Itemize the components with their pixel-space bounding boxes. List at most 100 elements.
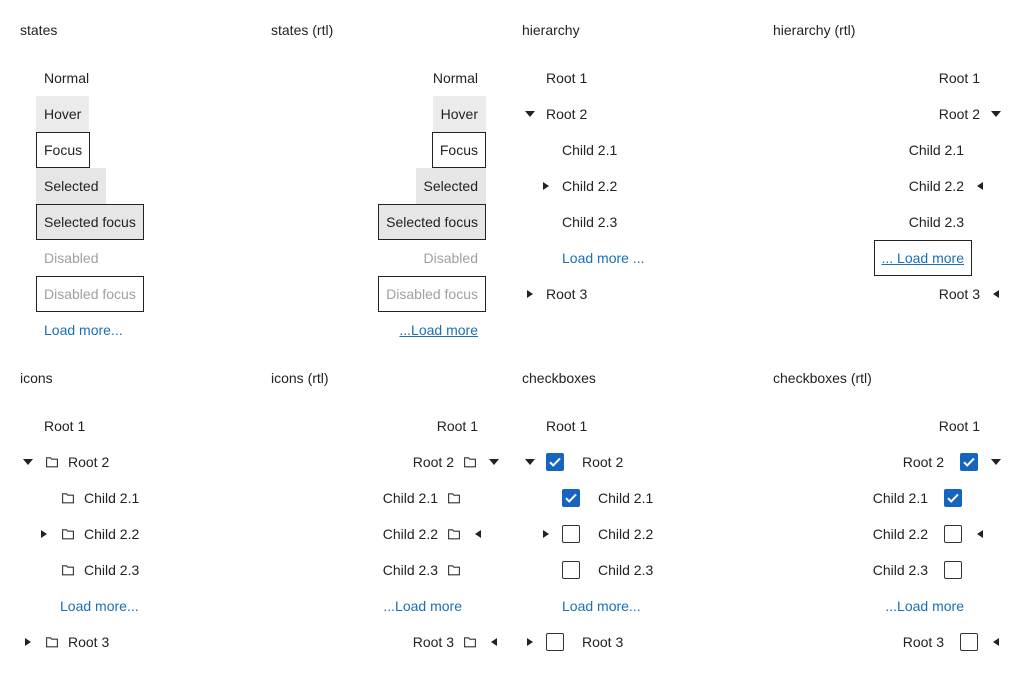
triangle-left-icon[interactable]	[977, 530, 983, 538]
tree-item-root1[interactable]: Root 1	[546, 418, 588, 434]
tree-item-child22-rtl[interactable]: Child 2.2	[908, 178, 964, 194]
folder-icon	[464, 457, 476, 468]
triangle-right-icon[interactable]	[527, 290, 533, 298]
tree-item-child23[interactable]: Child 2.3	[598, 562, 654, 578]
checkbox-child21[interactable]	[562, 489, 580, 507]
section-title-icons: icons	[20, 370, 53, 386]
checkbox-child21-rtl[interactable]	[944, 489, 962, 507]
triangle-down-icon[interactable]	[23, 459, 33, 465]
tree-item-selected[interactable]: Selected	[36, 168, 107, 204]
load-more-link-rtl[interactable]: ...Load more	[399, 322, 478, 338]
tree-item-child22[interactable]: Child 2.2	[598, 526, 654, 542]
tree-item-normal[interactable]: Normal	[44, 70, 90, 86]
tree-item-root3-rtl[interactable]: Root 3	[902, 634, 944, 650]
triangle-down-icon[interactable]	[991, 459, 1001, 465]
load-more-link-rtl[interactable]: ...Load more	[885, 598, 964, 614]
checkmark-icon	[947, 493, 959, 503]
tree-item-child21[interactable]: Child 2.1	[562, 142, 618, 158]
folder-icon	[448, 565, 460, 576]
load-more-link[interactable]: Load more...	[562, 598, 641, 614]
checkbox-root2-rtl[interactable]	[960, 453, 978, 471]
triangle-right-icon[interactable]	[25, 638, 31, 646]
load-more-link-rtl[interactable]: ...Load more	[383, 598, 462, 614]
checkbox-child22-rtl[interactable]	[944, 525, 962, 543]
tree-item-hover-rtl[interactable]: Hover	[432, 96, 486, 132]
tree-item-root1[interactable]: Root 1	[44, 418, 86, 434]
triangle-down-icon[interactable]	[489, 459, 499, 465]
tree-item-selected-focus[interactable]: Selected focus	[36, 204, 144, 240]
section-title-checkboxes: checkboxes	[522, 370, 596, 386]
tree-item-disabled-focus: Disabled focus	[36, 276, 144, 312]
checkbox-child22[interactable]	[562, 525, 580, 543]
tree-item-child22-rtl[interactable]: Child 2.2	[872, 526, 928, 542]
triangle-down-icon[interactable]	[525, 459, 535, 465]
checkbox-root3-rtl[interactable]	[960, 633, 978, 651]
checkbox-child23[interactable]	[562, 561, 580, 579]
tree-item-root3[interactable]: Root 3	[582, 634, 624, 650]
tree-item-root2-rtl[interactable]: Root 2	[938, 106, 980, 122]
tree-item-root1[interactable]: Root 1	[546, 70, 588, 86]
tree-item-child22-rtl[interactable]: Child 2.2	[382, 526, 438, 542]
tree-item-focus[interactable]: Focus	[36, 132, 91, 168]
triangle-right-icon[interactable]	[543, 530, 549, 538]
tree-item-root3[interactable]: Root 3	[68, 634, 110, 650]
tree-item-root3-rtl[interactable]: Root 3	[938, 286, 980, 302]
tree-item-child23[interactable]: Child 2.3	[84, 562, 140, 578]
triangle-left-icon[interactable]	[977, 182, 983, 190]
triangle-left-icon[interactable]	[475, 530, 481, 538]
checkbox-root2[interactable]	[546, 453, 564, 471]
tree-item-child21-rtl[interactable]: Child 2.1	[872, 490, 928, 506]
folder-icon	[46, 457, 58, 468]
tree-item-root3[interactable]: Root 3	[546, 286, 588, 302]
tree-item-root2[interactable]: Root 2	[68, 454, 110, 470]
folder-icon	[46, 637, 58, 648]
tree-item-child21-rtl[interactable]: Child 2.1	[908, 142, 964, 158]
tree-item-child23-rtl[interactable]: Child 2.3	[908, 214, 964, 230]
tree-item-hover[interactable]: Hover	[36, 96, 90, 132]
tree-item-root2[interactable]: Root 2	[546, 106, 588, 122]
tree-item-selected-focus-rtl[interactable]: Selected focus	[378, 204, 486, 240]
tree-item-child22[interactable]: Child 2.2	[562, 178, 618, 194]
triangle-down-icon[interactable]	[525, 111, 535, 117]
load-more-link-rtl[interactable]: ... Load more	[873, 240, 972, 276]
section-title-states: states	[20, 22, 58, 38]
tree-item-focus-rtl[interactable]: Focus	[431, 132, 486, 168]
triangle-down-icon[interactable]	[991, 111, 1001, 117]
tree-item-child22[interactable]: Child 2.2	[84, 526, 140, 542]
tree-item-child23-rtl[interactable]: Child 2.3	[382, 562, 438, 578]
checkmark-icon	[565, 493, 577, 503]
tree-item-root1-rtl[interactable]: Root 1	[938, 70, 980, 86]
folder-icon	[62, 493, 74, 504]
triangle-left-icon[interactable]	[491, 638, 497, 646]
checkbox-root3[interactable]	[546, 633, 564, 651]
section-title-hierarchy-rtl: hierarchy (rtl)	[773, 22, 856, 38]
section-title-states-rtl: states (rtl)	[271, 22, 334, 38]
folder-icon	[62, 529, 74, 540]
section-title-checkboxes-rtl: checkboxes (rtl)	[773, 370, 872, 386]
tree-item-root1-rtl[interactable]: Root 1	[938, 418, 980, 434]
tree-item-child23[interactable]: Child 2.3	[562, 214, 618, 230]
triangle-left-icon[interactable]	[993, 290, 999, 298]
tree-item-child23-rtl[interactable]: Child 2.3	[872, 562, 928, 578]
triangle-right-icon[interactable]	[527, 638, 533, 646]
tree-item-selected-rtl[interactable]: Selected	[415, 168, 486, 204]
checkbox-child23-rtl[interactable]	[944, 561, 962, 579]
tree-item-child21[interactable]: Child 2.1	[84, 490, 140, 506]
tree-item-root3-rtl[interactable]: Root 3	[412, 634, 454, 650]
tree-item-root2-rtl[interactable]: Root 2	[902, 454, 944, 470]
load-more-link[interactable]: Load more...	[44, 322, 123, 338]
triangle-right-icon[interactable]	[543, 182, 549, 190]
tree-item-root1-rtl[interactable]: Root 1	[436, 418, 478, 434]
tree-item-root2-rtl[interactable]: Root 2	[412, 454, 454, 470]
triangle-left-icon[interactable]	[993, 638, 999, 646]
tree-item-normal-rtl[interactable]: Normal	[432, 70, 478, 86]
folder-icon	[464, 637, 476, 648]
tree-item-child21[interactable]: Child 2.1	[598, 490, 654, 506]
tree-item-disabled: Disabled	[44, 250, 99, 266]
load-more-link[interactable]: Load more ...	[562, 250, 645, 266]
tree-item-root2[interactable]: Root 2	[582, 454, 624, 470]
triangle-right-icon[interactable]	[41, 530, 47, 538]
load-more-link[interactable]: Load more...	[60, 598, 139, 614]
tree-item-disabled-focus-rtl: Disabled focus	[378, 276, 486, 312]
tree-item-child21-rtl[interactable]: Child 2.1	[382, 490, 438, 506]
